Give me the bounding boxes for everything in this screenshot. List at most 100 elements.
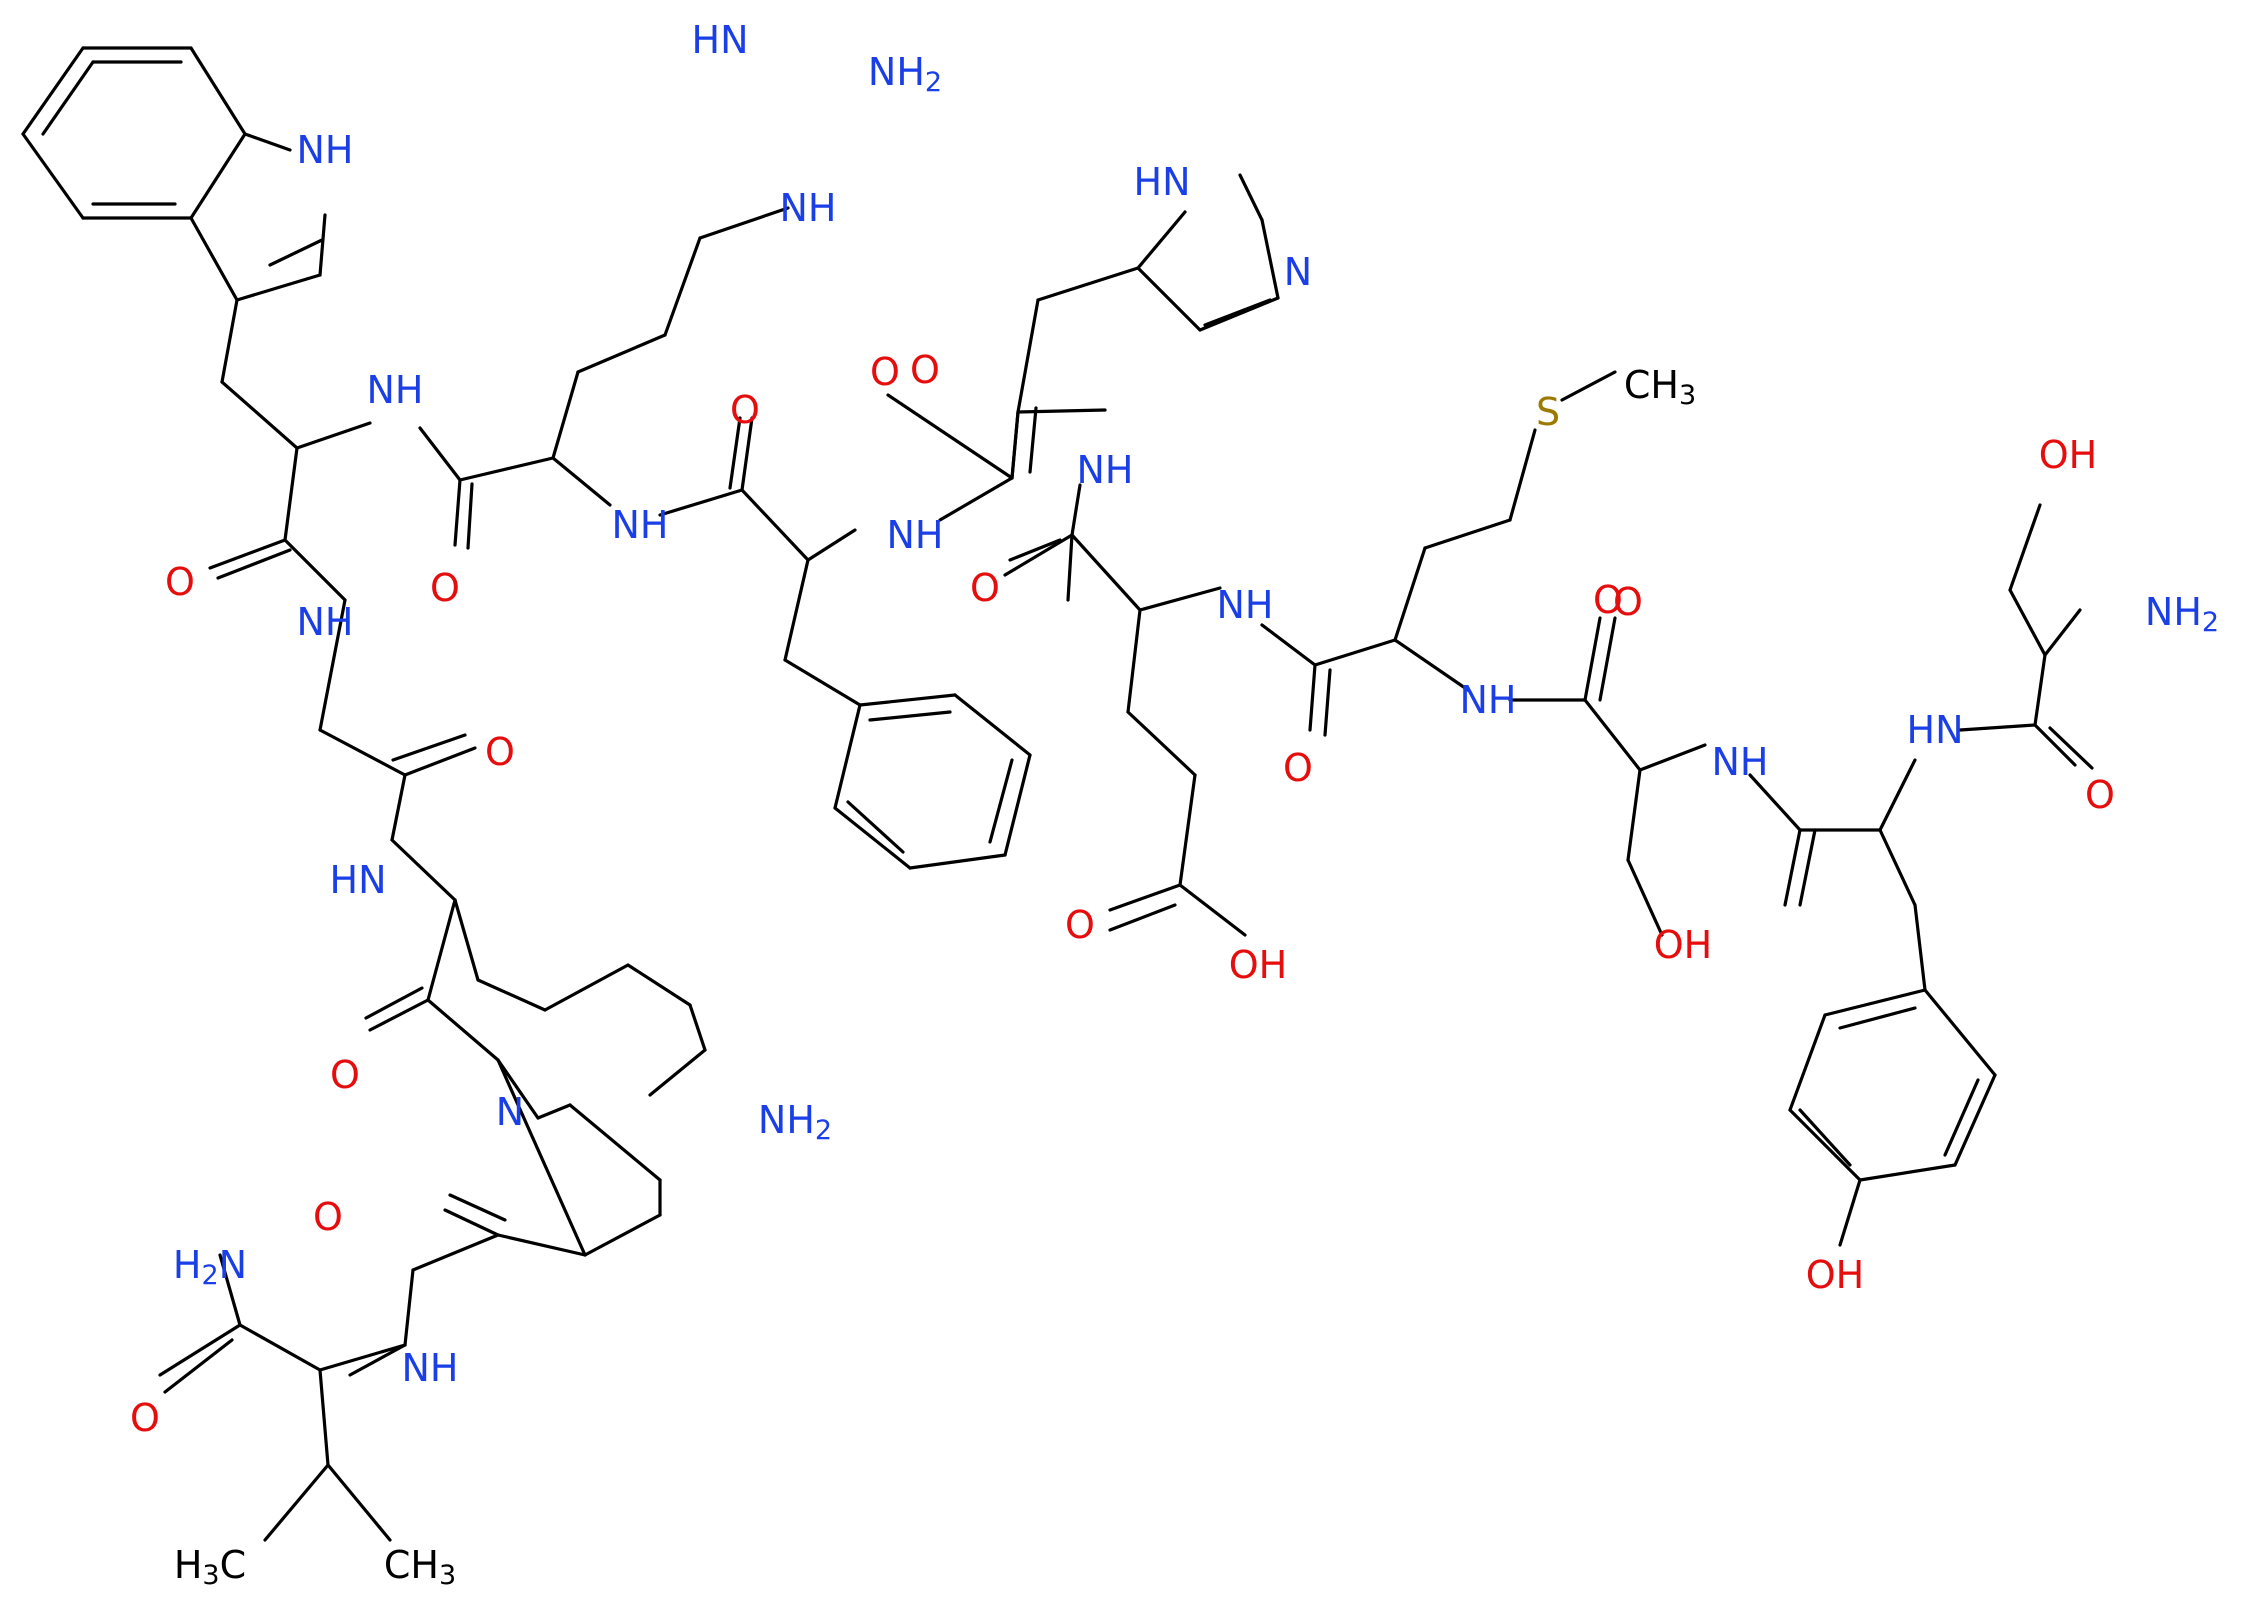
atom-label-o-pro: O <box>313 1195 343 1239</box>
bond-line <box>1838 1006 1917 1030</box>
bond-line <box>348 1343 407 1377</box>
bond-line <box>1238 173 1264 222</box>
bond-line <box>496 1058 540 1120</box>
bond-line <box>1626 858 1664 937</box>
atom-label-nh-gly: NH <box>297 600 354 644</box>
bond-line <box>1798 828 1817 907</box>
bond-line <box>1003 533 1074 577</box>
atom-label-oh-tyr: OH <box>1806 1253 1864 1297</box>
bond-line <box>1036 266 1140 302</box>
bond-line <box>1953 1073 1997 1167</box>
bond-line <box>663 236 702 337</box>
bond-line <box>1003 753 1032 857</box>
bond-line <box>220 298 239 384</box>
atom-label-h3c-val: H3C <box>174 1543 246 1591</box>
bond-line <box>458 456 555 482</box>
bond-line <box>448 1193 507 1222</box>
bond-line <box>1958 723 2037 732</box>
bond-line <box>426 998 500 1062</box>
bond-line <box>1508 428 1537 522</box>
bond-line <box>318 1368 330 1467</box>
bond-line <box>2008 503 2042 592</box>
bond-line <box>1108 883 1182 912</box>
bond-line <box>1260 623 1317 667</box>
bond-line <box>295 421 372 450</box>
atom-label-guan-nh2: NH2 <box>868 50 942 98</box>
bond-line <box>318 213 327 277</box>
bond-line <box>318 598 347 732</box>
bond-line <box>418 426 462 482</box>
atom-label-imid-hn: HN <box>1134 160 1191 204</box>
bond-line <box>243 132 292 152</box>
bond-line <box>1798 1108 1852 1167</box>
bond-line <box>1138 586 1222 612</box>
bond-line <box>908 853 1007 870</box>
bond-line <box>1788 1013 1827 1112</box>
atom-label-o-gly: O <box>485 730 515 774</box>
bond-line <box>208 538 287 570</box>
bond-line <box>740 416 754 492</box>
atom-label-o-ser: O <box>1593 578 1623 622</box>
atom-label-guan-nh: NH <box>780 186 837 230</box>
bond-line <box>576 333 667 374</box>
bond-line <box>1203 298 1272 327</box>
atom-label-oh-glu: OH <box>1229 943 1287 987</box>
bond-line <box>1788 1108 1862 1182</box>
bond-line <box>1638 743 1707 772</box>
atom-label-nh-lys: HN <box>330 858 387 902</box>
bond-line <box>833 806 912 870</box>
bond-line <box>283 538 347 602</box>
bond-line <box>1308 663 1317 732</box>
bond-line <box>648 1048 707 1097</box>
bond-line <box>1943 1078 1980 1157</box>
bond-line <box>1878 828 1917 907</box>
bond-line <box>390 773 407 842</box>
bond-line <box>1126 608 1142 714</box>
bond-line <box>543 963 630 1012</box>
bond-line <box>220 380 299 450</box>
atom-label-s-met: S <box>1536 390 1560 434</box>
bond-line <box>551 456 612 507</box>
bond-line <box>1178 773 1197 887</box>
atom-label-o-arg: O <box>730 388 760 432</box>
bond-line <box>476 978 547 1012</box>
bond-line <box>326 1463 392 1542</box>
atom-label-ch3-val: CH3 <box>384 1543 456 1591</box>
bond-line <box>403 746 477 777</box>
atom-label-imid-n: N <box>1284 250 1312 294</box>
bond-line <box>1260 218 1280 300</box>
atom-label-o-arg-2: O <box>430 566 460 610</box>
bond-line <box>21 132 85 220</box>
bond-line <box>466 482 474 550</box>
bond-line <box>1070 483 1082 537</box>
bond-line <box>263 1463 330 1542</box>
atom-label-oh-ser-top: OH <box>2039 433 2097 477</box>
bond-line <box>583 1213 662 1257</box>
atom-label-nh-met: NH <box>1460 678 1517 722</box>
atom-label-o-glu-acid: O <box>1065 903 1095 947</box>
bond-line <box>1028 406 1038 474</box>
bond-line <box>1560 370 1617 402</box>
bond-line <box>626 963 692 1007</box>
bond-line <box>1136 266 1202 332</box>
bond-line <box>1066 533 1074 602</box>
atom-label-h2n-val: H2N <box>173 1243 247 1291</box>
bond-line <box>268 238 324 267</box>
bond-line <box>443 1208 500 1237</box>
bond-line <box>235 273 322 302</box>
atom-label-nh-glu: NH <box>1217 583 1274 627</box>
bond-line <box>728 416 742 490</box>
bond-line <box>1823 988 1927 1017</box>
bond-line <box>698 206 790 240</box>
atom-label-o-met: O <box>1613 580 1643 624</box>
bond-line <box>1010 410 1020 480</box>
bond-line <box>391 733 467 762</box>
atom-label-nh-val: NH <box>402 1346 459 1390</box>
bond-line <box>21 46 85 136</box>
atom-label-nh-phe: NH <box>887 513 944 557</box>
bond-line <box>536 1103 572 1120</box>
atom-label-nh-indole: NH <box>297 128 354 172</box>
bond-line <box>1178 883 1247 937</box>
atom-label-o-trp: O <box>165 560 195 604</box>
